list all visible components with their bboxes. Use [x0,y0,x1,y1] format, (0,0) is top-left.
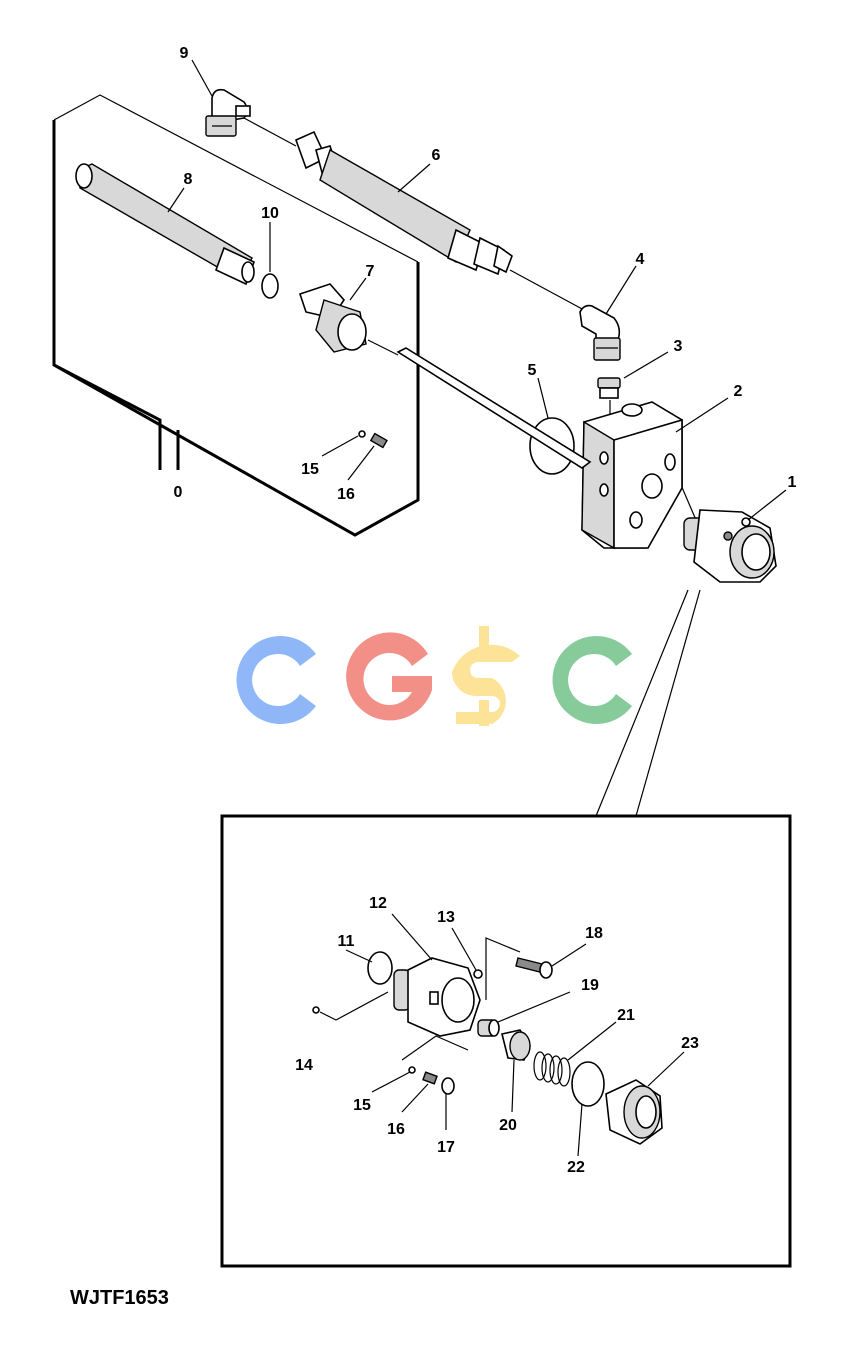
part-14-ball [312,1006,320,1014]
callout-20: 20 [499,1117,517,1134]
part-20-poppet [501,1029,531,1061]
callout-6: 6 [432,147,441,164]
part-19-spool [477,1019,500,1037]
figure-id: WJTF1653 [70,1287,169,1309]
part-10-o-ring [261,273,279,299]
callout-2: 2 [734,383,743,400]
callout-22: 22 [567,1159,585,1176]
callout-3: 3 [674,338,683,355]
part-15-16-17-bottom [408,1066,455,1095]
watermark-letter-c2 [552,636,632,724]
callout-10: 10 [261,205,279,222]
callout-21: 21 [617,1007,635,1024]
part-9-elbow-fitting [205,88,251,137]
part-6-hose [294,130,513,276]
callout-12: 12 [369,895,387,912]
part-7-fitting [298,283,592,469]
part-15-16-top [321,430,388,481]
callout-4: 4 [636,251,645,268]
callout-14: 14 [295,1057,313,1074]
callout-13: 13 [437,909,455,926]
callout-17: 17 [437,1139,455,1156]
part-1-relief-valve [683,509,777,583]
callout-labels: 0 1 2 3 4 5 6 7 8 9 10 11 12 13 14 15 16… [174,45,797,1176]
callout-15-top: 15 [301,461,319,478]
callout-15-bottom: 15 [353,1097,371,1114]
callout-19: 19 [581,977,599,994]
detail-frame-top [52,94,420,537]
leader-lines-bottom [319,913,685,1157]
watermark-letter-g [346,632,432,721]
part-3-plug [597,377,621,399]
callout-16-bottom: 16 [387,1121,405,1138]
part-12-valve-housing [393,957,481,1037]
detail-frame-bottom [220,589,792,1268]
callout-8: 8 [184,171,193,188]
part-22-o-ring [571,1061,605,1107]
part-13-ball [473,969,483,979]
callout-5: 5 [528,362,537,379]
watermark-logo [236,626,632,726]
callout-11: 11 [338,933,355,950]
callout-0: 0 [174,484,183,501]
part-18-screw [515,957,553,979]
part-4-elbow-fitting [579,304,621,361]
callout-16-top: 16 [337,486,355,503]
part-11-o-ring [367,951,393,985]
callout-9: 9 [180,45,189,62]
part-23-plug [605,1079,663,1145]
callout-18: 18 [585,925,603,942]
callout-23: 23 [681,1035,699,1052]
part-2-valve-block [581,401,683,550]
watermark-letter-c1 [236,636,316,724]
callout-7: 7 [366,263,375,280]
callout-1: 1 [788,474,797,491]
leader-lines-top [167,59,787,521]
part-21-spring [533,1051,571,1087]
part-8-tube [75,163,256,286]
watermark-letter-s [452,626,520,726]
